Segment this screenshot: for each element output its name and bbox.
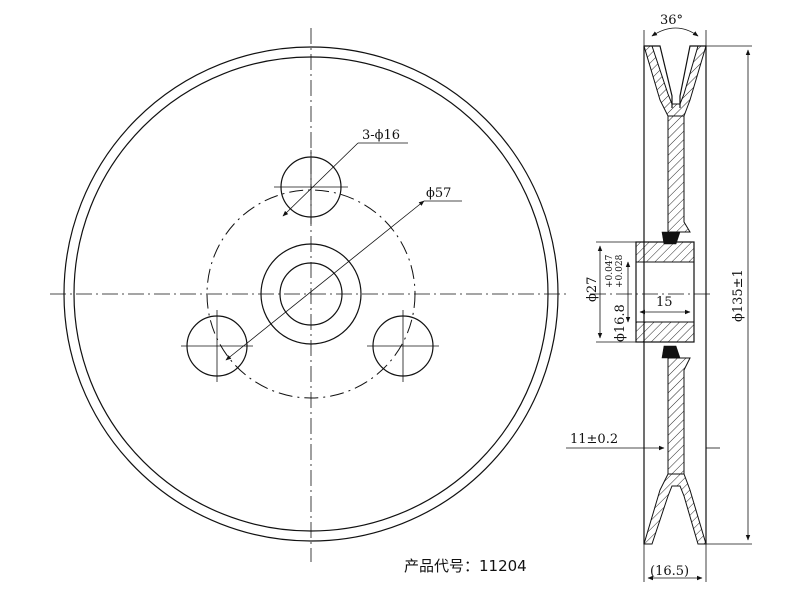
hub-upper-hatch (635, 241, 695, 263)
lower-web-section (667, 357, 691, 475)
hub-od-label: ϕ27 (585, 277, 600, 302)
bore-tolerance-lower: +0.028 (615, 254, 625, 288)
hub-lower-hatch (635, 321, 695, 343)
hub-upper-fillet (661, 231, 681, 245)
hub-length-label: 15 (656, 295, 673, 310)
outer-dia-label: ϕ135±1 (731, 269, 746, 322)
product-code-label: 产品代号：11204 (404, 557, 527, 575)
holes-leader-line (282, 142, 359, 217)
pcd-dimension-label: ϕ57 (426, 186, 451, 201)
hub-lower-fillet (661, 345, 681, 359)
holes-dimension-label: 3-ϕ16 (362, 128, 400, 143)
front-view: 3-ϕ16 ϕ57 (50, 28, 570, 562)
upper-web-section (667, 115, 691, 233)
top-groove-section (643, 45, 707, 117)
width-label: (16.5) (650, 564, 689, 579)
side-section-view: 36° ϕ27 ϕ16.8 +0.047 +0.028 15 ϕ135±1 11… (566, 13, 752, 582)
groove-angle-label: 36° (660, 13, 683, 28)
bore-label: ϕ16.8 (613, 304, 628, 342)
pcd-leader-line (225, 200, 425, 361)
bottom-groove-section (643, 473, 707, 545)
web-offset-label: 11±0.2 (570, 432, 618, 447)
bore-tolerance-upper: +0.047 (605, 254, 615, 288)
